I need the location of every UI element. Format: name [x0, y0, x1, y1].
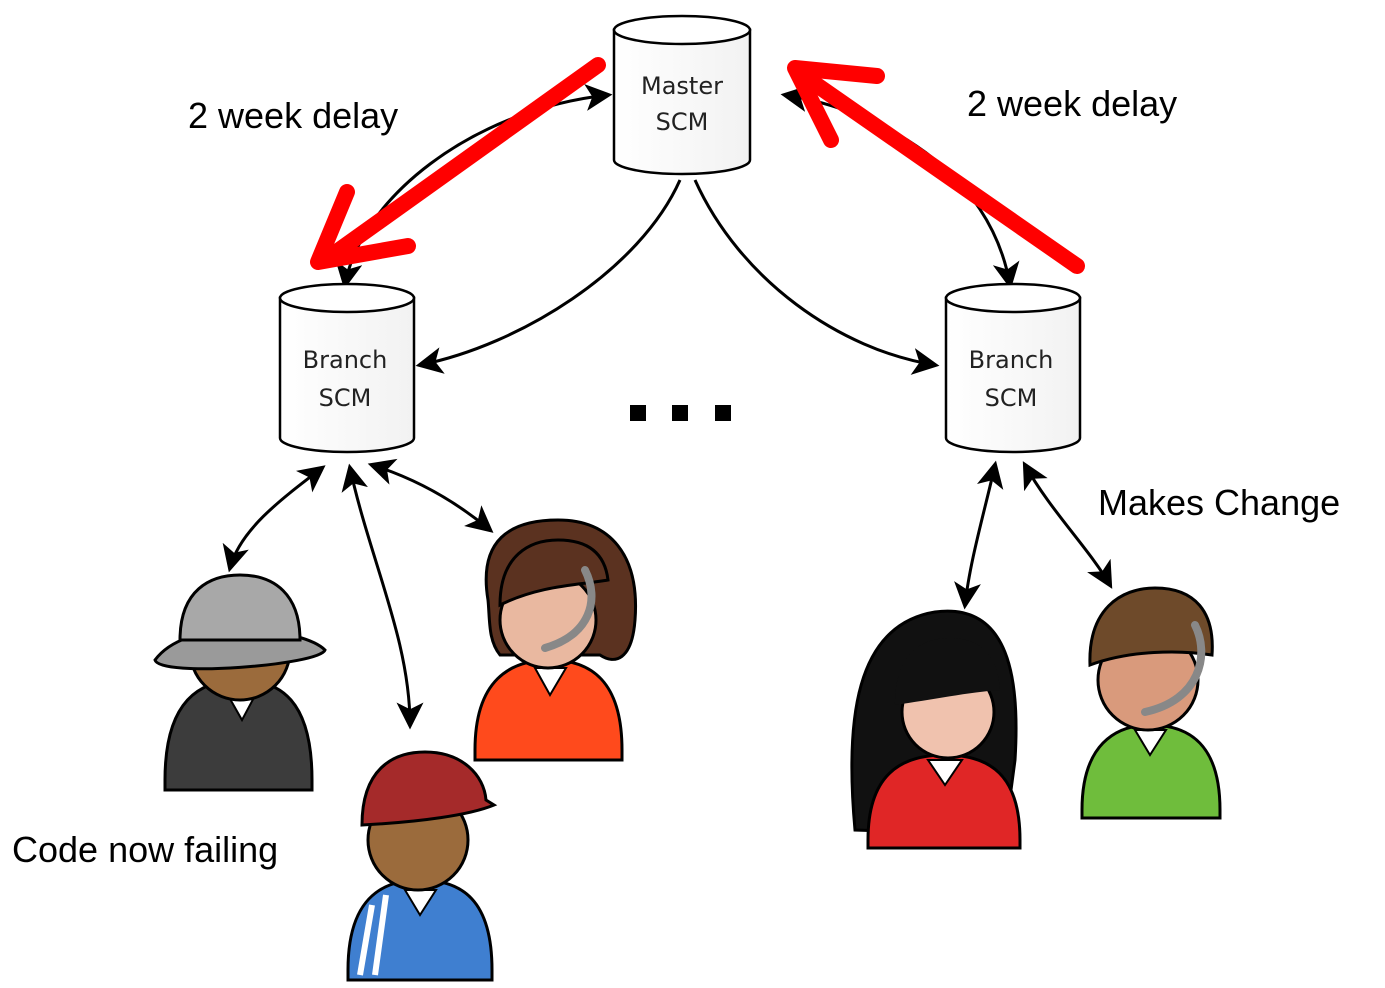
person-headset-green-icon: [1080, 586, 1222, 820]
red-delay-arrows: [310, 57, 1085, 274]
connector-branch-to-gray-person: [222, 465, 326, 573]
connector-branch-to-orange-person: [367, 458, 494, 533]
branch-left-label-line2: SCM: [319, 384, 372, 412]
makes-change-label: Makes Change: [1098, 482, 1340, 523]
master-scm-cylinder: Master SCM: [612, 14, 752, 176]
person-red-cap-icon: [346, 750, 498, 982]
person-headset-orange-icon: [473, 518, 638, 762]
branch-right-label-line1: Branch: [969, 346, 1054, 374]
master-scm-label-line2: SCM: [656, 108, 709, 136]
delay-label-left: 2 week delay: [188, 95, 398, 136]
connector-branch-to-cap-person: [341, 463, 424, 730]
red-arrow-right-branch-to-master: [787, 60, 1085, 274]
connector-master-to-right-branch: [693, 179, 940, 375]
branch-left-label-line1: Branch: [303, 346, 388, 374]
connector-branch-to-longhair-person: [954, 460, 1004, 610]
branch-scm-left-cylinder: Branch SCM: [278, 282, 416, 454]
ellipsis-more-branches: [630, 405, 731, 421]
connector-branch-to-green-person: [1022, 461, 1113, 589]
code-failing-label: Code now failing: [12, 829, 278, 870]
branch-scm-right-cylinder: Branch SCM: [944, 282, 1082, 454]
delay-label-right: 2 week delay: [967, 83, 1177, 124]
person-gray-hat-icon: [153, 573, 327, 792]
connector-master-to-left-branch: [415, 179, 682, 374]
master-scm-label-line1: Master: [641, 72, 723, 100]
person-long-hair-red-icon: [850, 609, 1022, 850]
branch-right-label-line2: SCM: [985, 384, 1038, 412]
red-arrow-master-to-left-branch: [310, 57, 606, 270]
